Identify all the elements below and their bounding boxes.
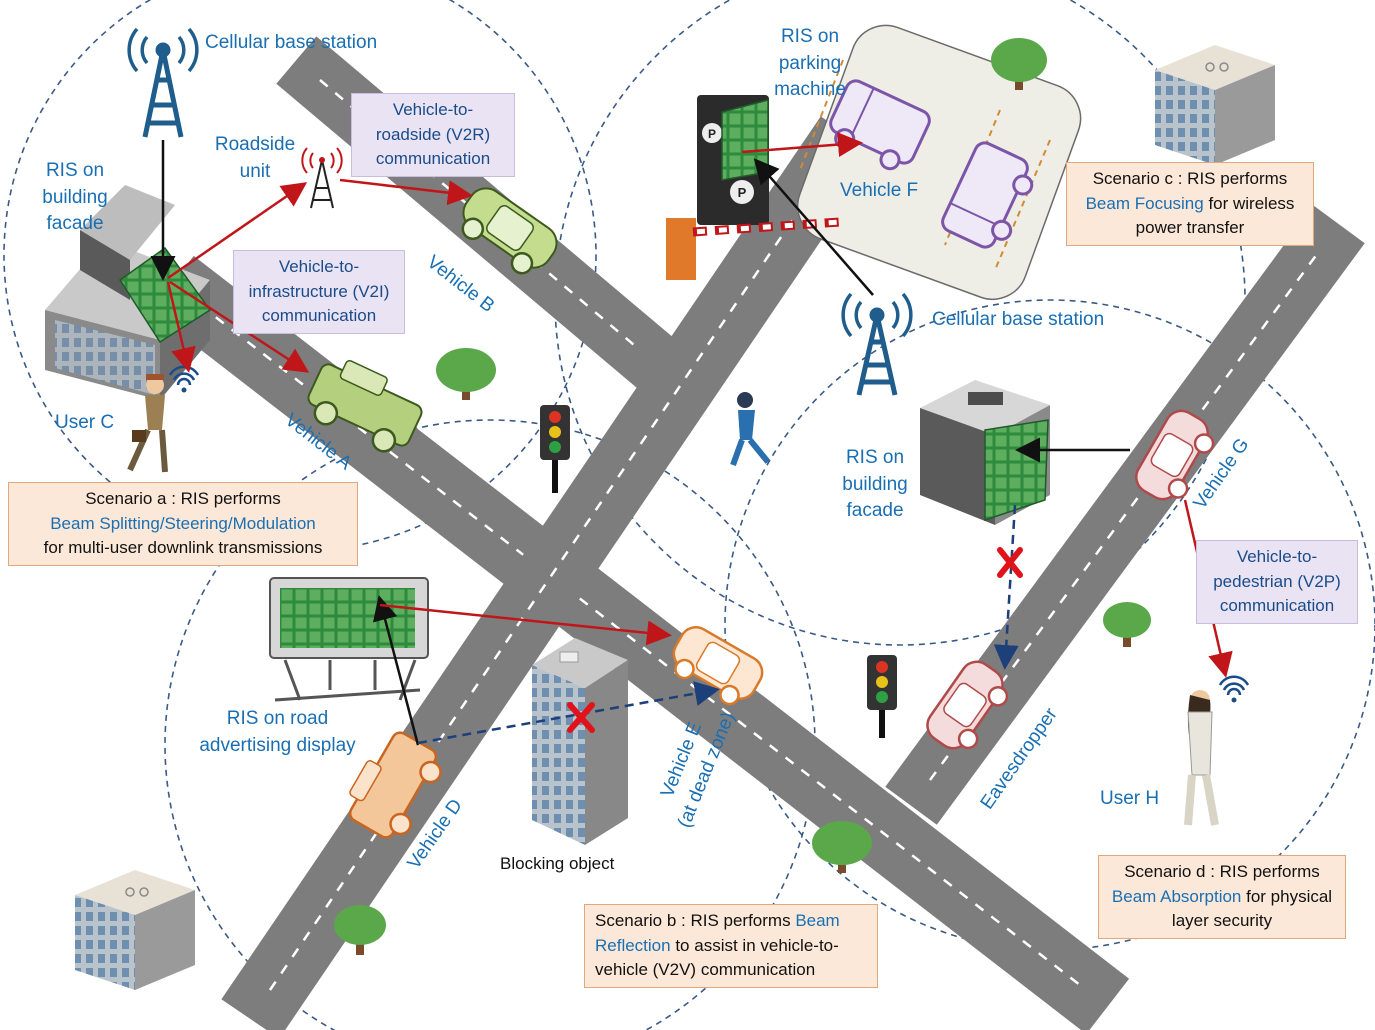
ris-parking-machine-label: RIS on parking machine [774, 26, 846, 101]
building-bottom-left-icon [75, 870, 195, 990]
blocked-mark-icon [997, 547, 1023, 578]
link-billboard-to-vehicle-e [379, 603, 672, 646]
svg-text:P: P [738, 185, 747, 200]
ris-panel-icon [984, 419, 1049, 522]
scenario-a-prefix: Scenario a : RIS performs [85, 489, 281, 508]
roadside-unit-label: Roadside unit [214, 134, 296, 182]
parking-machine-icon: P P [697, 95, 769, 225]
user-h-person-icon [1184, 675, 1250, 826]
tree-icon [1103, 602, 1151, 647]
svg-text:P: P [708, 127, 716, 141]
eavesdropper-car-icon [926, 660, 1009, 750]
user-c-label: User C [55, 412, 115, 433]
vehicle-a-jeep-icon [307, 359, 423, 453]
pedestrian-icon [730, 392, 771, 467]
parked-bus-icon [941, 141, 1034, 249]
scenario-a-suffix: for multi-user downlink transmissions [43, 538, 323, 558]
ris-panel-icon [118, 246, 212, 344]
tree-icon [991, 38, 1047, 90]
scenario-b-suffix: to assist in vehicle-to-vehicle (V2V) co… [595, 935, 839, 980]
ris-road-display-label: RIS on road advertising display [199, 708, 356, 756]
link-vehicle-d-to-vehicle-e-blocked [417, 681, 720, 745]
scenario-d-highlight: Beam Absorption [1111, 886, 1242, 906]
link-ris-to-rsu [167, 182, 308, 280]
link-ris-to-user-c [166, 281, 196, 373]
link-rsu-to-vehicle-b [339, 178, 473, 206]
scenario-d-prefix: Scenario d : RIS performs [1124, 862, 1320, 881]
scenario-b-box: Scenario b : RIS performs Beam Reflectio… [584, 904, 878, 988]
scenario-d-suffix: for physical layer security [1171, 886, 1333, 931]
signal-links [150, 132, 1233, 746]
vehicle-e-car-icon [672, 626, 764, 706]
user-c-person-icon [127, 365, 200, 473]
v2r-communication-box: Vehicle-to- roadside (V2R) communication [351, 93, 515, 177]
scenario-b-prefix: Scenario b : RIS performs [595, 911, 796, 930]
cellular-base-station-label: Cellular base station [932, 309, 1105, 330]
scenario-d-box: Scenario d : RIS performs Beam Absorptio… [1098, 855, 1346, 939]
link-ris-to-eavesdropper-blocked [993, 504, 1019, 670]
parking-barrier-icon [666, 217, 841, 280]
traffic-light-icon [867, 655, 897, 738]
vehicle-g-car-icon [1135, 409, 1215, 501]
blocking-object-label: Blocking object [500, 854, 615, 873]
scenario-c-box: Scenario c : RIS performs Beam Focusing … [1066, 162, 1314, 246]
scenario-a-highlight: Beam Splitting/Steering/Modulation [50, 513, 316, 533]
tree-icon [812, 821, 872, 873]
vehicle-f-label: Vehicle F [840, 180, 919, 201]
roadside-unit-icon [301, 147, 343, 209]
cellular-base-station-label: Cellular base station [205, 32, 378, 53]
scenario-c-highlight: Beam Focusing [1085, 193, 1204, 213]
scenario-c-prefix: Scenario c : RIS performs [1092, 169, 1288, 188]
ris-building-facade-label: RIS on building facade [42, 160, 108, 235]
tree-icon [436, 348, 496, 400]
v2i-communication-box: Vehicle-to- infrastructure (V2I) communi… [233, 250, 405, 334]
blocking-building-icon [532, 638, 628, 845]
scenario-a-box: Scenario a : RIS performs Beam Splitting… [8, 482, 358, 566]
traffic-light-icon [540, 405, 570, 493]
tower-icon [127, 27, 199, 138]
scenario-b-highlight: Beam Reflection [595, 911, 840, 955]
ris-building-facade-label: RIS on building facade [842, 447, 908, 522]
link-vehicle-d-to-billboard [372, 595, 420, 746]
tree-icon [334, 905, 386, 955]
user-h-label: User H [1100, 788, 1160, 809]
building-top-right-icon [1155, 45, 1275, 165]
scenario-c-suffix: for wireless power transfer [1135, 193, 1295, 238]
billboard-icon [269, 577, 429, 702]
vehicle-b-car-icon [461, 187, 558, 275]
v2p-communication-box: Vehicle-to- pedestrian (V2P) communicati… [1196, 540, 1358, 624]
road-long-cross [221, 116, 879, 1030]
blocked-mark-icon [567, 702, 595, 733]
link-parking-ris-to-vehicle-f [741, 132, 863, 158]
link-bs-to-parking-ris [753, 158, 874, 296]
tower-icon [841, 292, 913, 396]
